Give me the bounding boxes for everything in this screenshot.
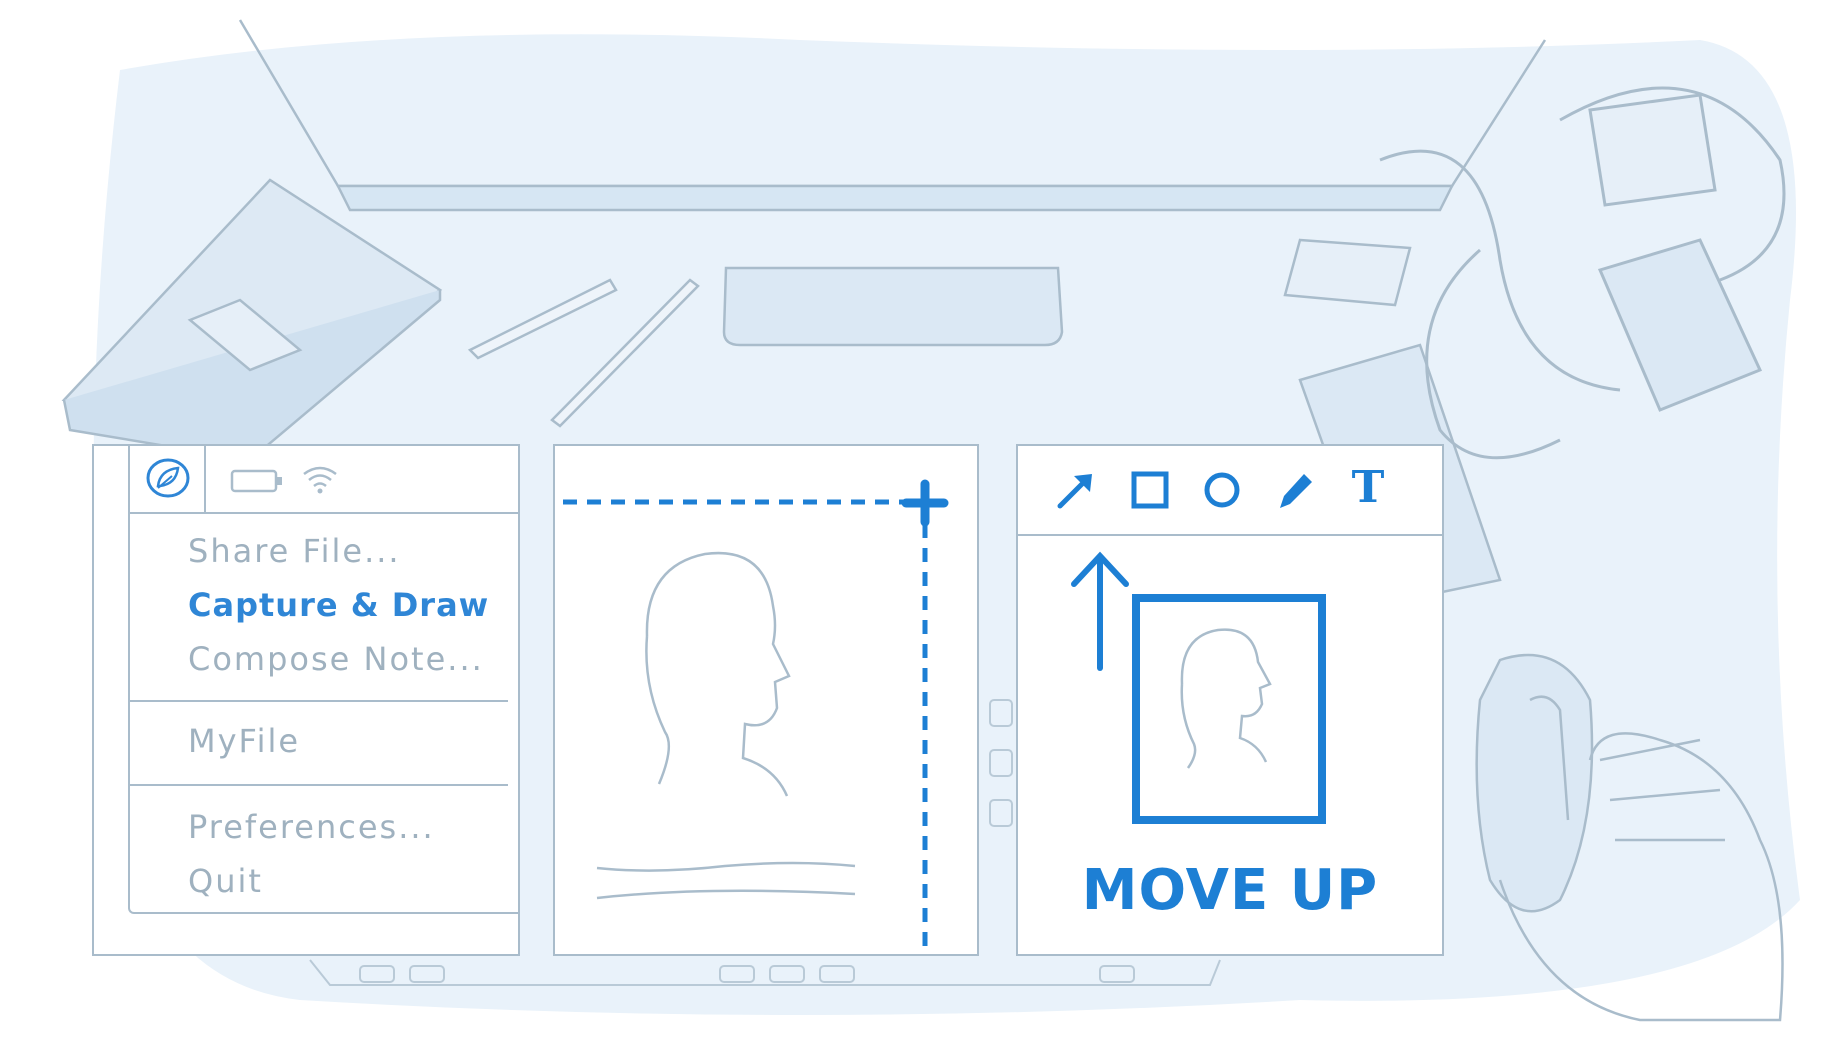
headphones-illustration	[1379, 86, 1786, 460]
dropdown-menu: Share File... Capture & Draw Compose Not…	[128, 446, 518, 914]
pencils-illustration	[467, 278, 700, 428]
portrait-sketch	[596, 551, 856, 900]
wifi-icon	[300, 462, 340, 500]
crosshair-cursor-icon[interactable]	[901, 479, 949, 527]
pen-tool-icon[interactable]	[1270, 466, 1318, 514]
menubar-dropdown-panel: Share File... Capture & Draw Compose Not…	[92, 444, 520, 956]
annotation-toolbar: T	[1018, 446, 1442, 536]
rectangle-tool-icon[interactable]	[1126, 466, 1174, 514]
text-tool-icon[interactable]: T	[1351, 462, 1385, 513]
sticky-note-illustration	[1283, 238, 1412, 307]
hand-mouse-illustration	[1475, 653, 1784, 1022]
move-up-arrow-icon	[1071, 551, 1129, 671]
keyboard-illustration	[309, 699, 1221, 986]
menubar	[130, 446, 518, 514]
monitor-illustration	[238, 19, 1547, 347]
selected-image-frame[interactable]	[1132, 594, 1326, 824]
notebook-illustration	[61, 178, 443, 462]
menu-item-compose-note[interactable]: Compose Note...	[188, 640, 484, 678]
menu-item-share-file[interactable]: Share File...	[188, 532, 401, 570]
ellipse-tool-icon[interactable]	[1198, 466, 1246, 514]
capture-selection-panel	[553, 444, 979, 956]
leaf-app-icon[interactable]	[130, 446, 206, 512]
menu-item-quit[interactable]: Quit	[188, 862, 263, 900]
menu-item-preferences[interactable]: Preferences...	[188, 808, 435, 846]
menu-item-myfile[interactable]: MyFile	[188, 722, 301, 760]
portrait-sketch	[1180, 628, 1272, 769]
battery-icon	[230, 468, 284, 498]
move-up-label: MOVE UP	[1081, 858, 1379, 923]
menu-separator	[130, 700, 508, 702]
arrow-tool-icon[interactable]	[1052, 466, 1100, 514]
annotation-panel: T MOVE UP	[1016, 444, 1444, 956]
menu-item-capture-draw[interactable]: Capture & Draw	[188, 586, 490, 624]
menu-separator	[130, 784, 508, 786]
